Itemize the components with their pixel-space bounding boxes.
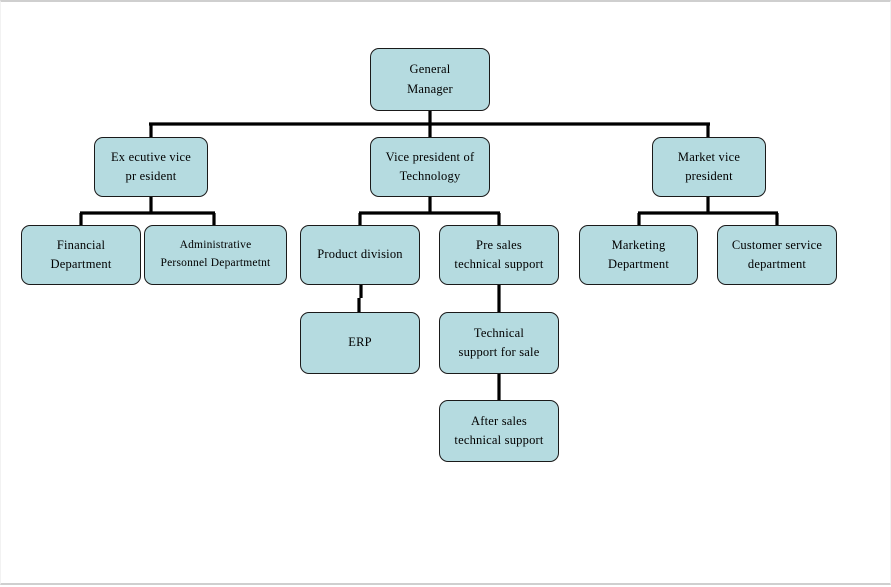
org-node-label: Administrative [179, 239, 252, 252]
org-node-product-division[interactable]: Product division [300, 225, 420, 285]
org-node-after-sales-technical-support[interactable]: After sales technical support [439, 400, 559, 462]
org-node-label: Technology [399, 169, 461, 183]
org-node-label: Ex ecutive vice [110, 149, 192, 164]
org-node-label: president [685, 169, 733, 183]
org-node-label: support for sale [458, 345, 540, 359]
org-node-label: technical support [454, 433, 544, 447]
org-node-label: Manager [407, 81, 453, 96]
org-node-label: Technical [473, 325, 525, 340]
org-node-label: Customer service [731, 237, 823, 252]
org-node-label: Market vice [677, 149, 741, 164]
org-node-label: pr esident [125, 169, 177, 183]
org-node-market-vice-president[interactable]: Market vice president [652, 137, 766, 197]
org-node-erp[interactable]: ERP [300, 312, 420, 374]
org-node-executive-vice-president[interactable]: Ex ecutive vice pr esident [94, 137, 208, 197]
org-node-label: General [409, 62, 451, 77]
org-node-label: technical support [454, 257, 544, 271]
org-node-pre-sales-technical-support[interactable]: Pre sales technical support [439, 225, 559, 285]
org-node-label: Financial [56, 237, 106, 252]
org-node-label: department [747, 257, 807, 271]
org-node-label: Department [50, 257, 112, 271]
org-node-label: Marketing [611, 237, 666, 252]
org-node-technical-support-for-sale[interactable]: Technical support for sale [439, 312, 559, 374]
org-node-label: Pre sales [476, 237, 522, 252]
org-node-vice-president-of-technology[interactable]: Vice president of Technology [370, 137, 490, 197]
org-node-label: Product division [317, 247, 403, 262]
org-node-label: After sales [471, 413, 527, 428]
org-node-label: ERP [348, 335, 372, 350]
org-node-label: Department [607, 257, 669, 271]
org-node-label: Personnel Departmetnt [160, 257, 271, 269]
org-node-customer-service-department[interactable]: Customer service department [717, 225, 837, 285]
org-node-label: Vice president of [385, 149, 475, 164]
